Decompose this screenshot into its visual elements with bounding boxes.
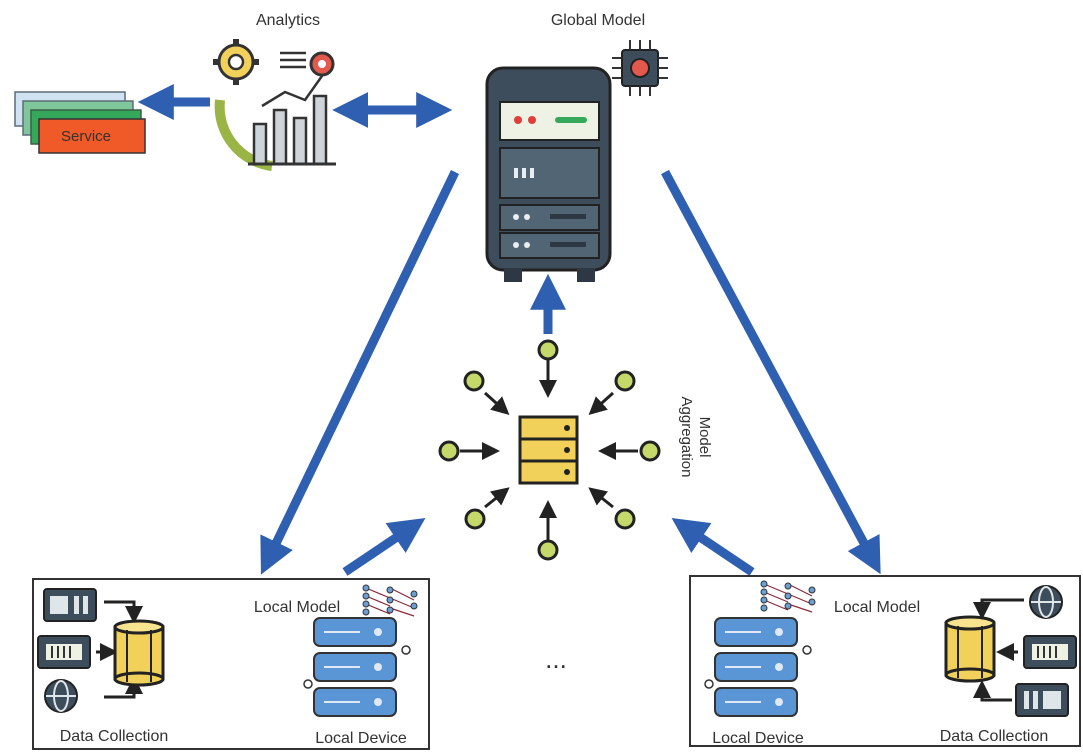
camera-device-icon	[43, 588, 97, 622]
service-stack: Service	[14, 91, 146, 154]
right-local-device-label: Local Device	[712, 730, 804, 747]
model-aggregation-line1: Model	[696, 417, 713, 458]
left-local-model-label: Local Model	[254, 599, 340, 616]
camera-device-icon	[1015, 683, 1069, 717]
input-node	[639, 440, 661, 462]
local-server-stack-icon	[303, 617, 411, 717]
analytics-chart-gear-icon	[213, 39, 336, 171]
analytics-label: Analytics	[256, 12, 320, 29]
server-rack-icon	[485, 66, 612, 282]
aggregation-input-arrows	[460, 360, 638, 540]
model-aggregation-label: Model Aggregation	[678, 397, 713, 478]
database-cylinder-icon	[944, 615, 996, 683]
input-node	[614, 508, 636, 530]
right-local-panel: Local Model Local Device	[689, 575, 1081, 747]
neural-chip-icon	[612, 40, 668, 96]
left-data-collection-label: Data Collection	[60, 728, 169, 745]
globe-icon	[44, 679, 78, 713]
database-cylinder-icon	[113, 619, 165, 687]
aggregation-server-icon	[518, 415, 579, 485]
input-node	[463, 370, 485, 392]
arrow-right-device-to-aggregation	[671, 517, 755, 576]
service-label: Service	[61, 128, 111, 145]
right-data-collection-label: Data Collection	[940, 728, 1049, 745]
neural-net-icon	[362, 584, 418, 617]
service-card	[38, 118, 146, 154]
aggregation-inputs	[438, 339, 661, 561]
arrow-global-to-right-device	[661, 169, 881, 575]
input-node	[438, 440, 460, 462]
local-server-stack-icon	[704, 617, 812, 717]
left-local-panel: Data Collection Local Model Local Device	[32, 578, 430, 750]
model-aggregation-line2: Aggregation	[678, 397, 695, 478]
left-local-device-label: Local Device	[315, 730, 407, 747]
arrow-global-to-left-device	[260, 170, 460, 575]
input-node	[537, 539, 559, 561]
input-node	[614, 370, 636, 392]
global-model-label: Global Model	[551, 12, 645, 29]
input-node	[464, 508, 486, 530]
arrow-left-device-to-aggregation	[342, 517, 426, 576]
meter-device-icon	[1023, 635, 1077, 669]
meter-device-icon	[37, 635, 91, 669]
right-local-model-label: Local Model	[834, 599, 920, 616]
globe-icon	[1029, 585, 1063, 619]
ellipsis: ...	[545, 644, 567, 674]
neural-net-icon	[760, 580, 816, 613]
flow-arrows	[137, 84, 940, 682]
input-node	[537, 339, 559, 361]
